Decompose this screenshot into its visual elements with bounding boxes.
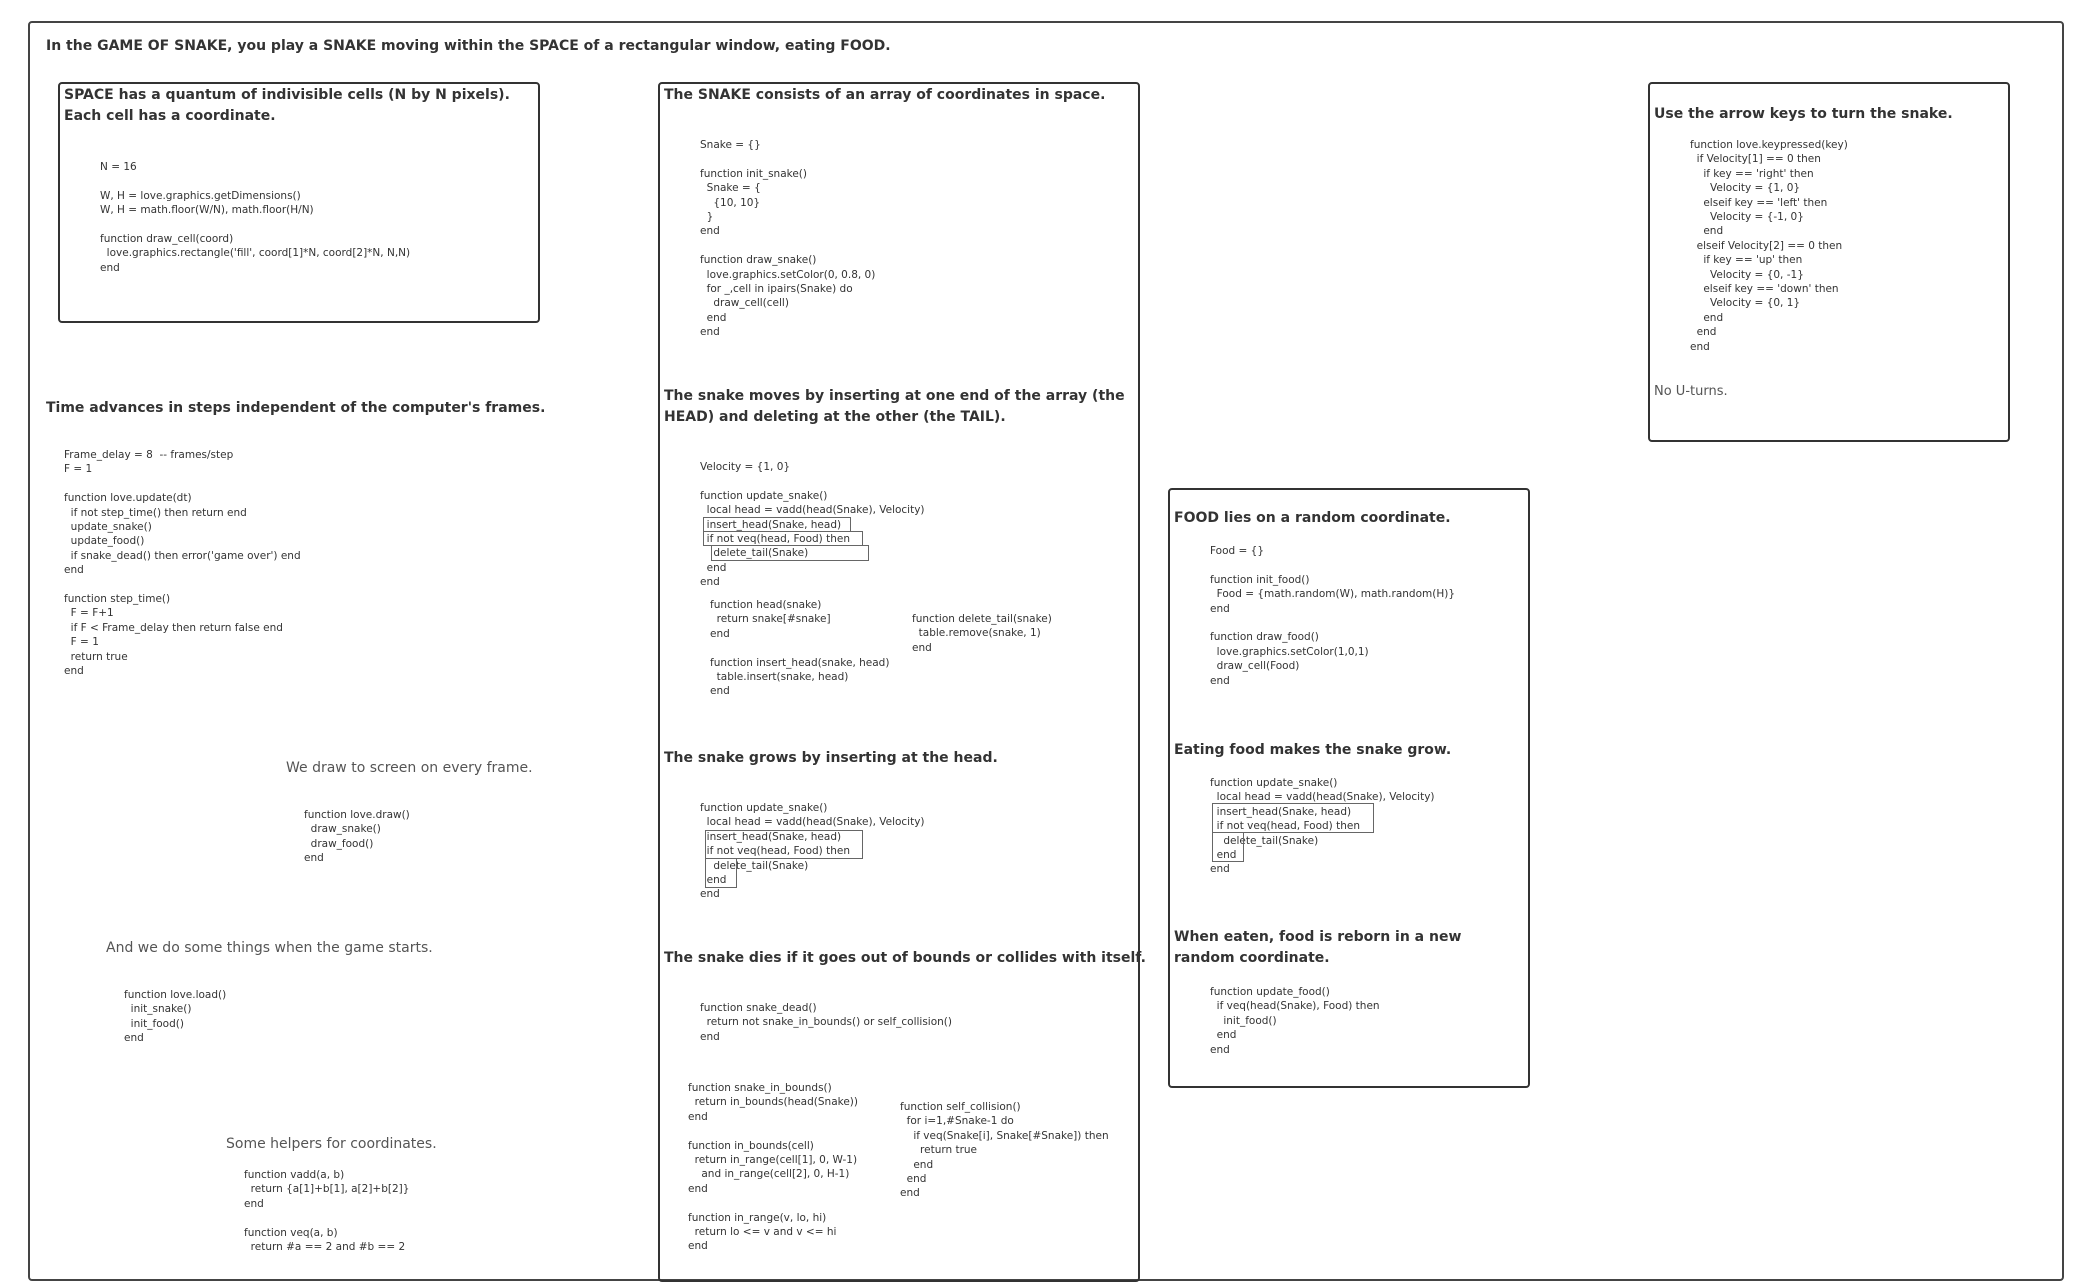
food-reborn-code[interactable]: function update_food() if veq(head(Snake…: [1210, 986, 1380, 1056]
grows-delete-highlight: [705, 858, 737, 888]
space-box[interactable]: [58, 82, 540, 323]
snake-tail-code[interactable]: function delete_tail(snake) table.remove…: [912, 613, 1052, 654]
snake-bounds-code[interactable]: function snake_in_bounds() return in_bou…: [688, 1082, 858, 1253]
eat-delete-highlight: [1212, 832, 1244, 862]
snake-moves-heading: The snake moves by inserting at one end …: [664, 388, 1125, 425]
keys-note: No U-turns.: [1654, 384, 1728, 399]
space-code[interactable]: N = 16 W, H = love.graphics.getDimension…: [100, 161, 411, 274]
snake-code[interactable]: Snake = {} function init_snake() Snake =…: [700, 139, 876, 339]
eat-insert-highlight: [1212, 803, 1374, 833]
food-eat-code[interactable]: function update_snake() local head = vad…: [1210, 777, 1435, 876]
self-collision-code[interactable]: function self_collision() for i=1,#Snake…: [900, 1101, 1109, 1200]
food-eat-heading: Eating food makes the snake grow.: [1174, 742, 1452, 758]
not-veq-highlight: [703, 531, 863, 546]
food-code[interactable]: Food = {} function init_food() Food = {m…: [1210, 545, 1456, 687]
snake-grows-code[interactable]: function update_snake() local head = vad…: [700, 802, 925, 901]
insert-head-highlight: [703, 517, 851, 532]
delete-tail-highlight: [711, 545, 869, 561]
snake-heading: The SNAKE consists of an array of coordi…: [664, 87, 1106, 103]
snake-dies-code[interactable]: function snake_dead() return not snake_i…: [700, 1002, 952, 1043]
keys-heading: Use the arrow keys to turn the snake.: [1654, 106, 1953, 122]
keys-code[interactable]: function love.keypressed(key) if Velocit…: [1690, 139, 1848, 353]
snake-grows-heading: The snake grows by inserting at the head…: [664, 750, 998, 766]
snake-moves-code[interactable]: Velocity = {1, 0} function update_snake(…: [700, 461, 925, 589]
draw-heading: We draw to screen on every frame.: [286, 760, 533, 776]
load-code[interactable]: function love.load() init_snake() init_f…: [124, 989, 227, 1045]
load-heading: And we do some things when the game star…: [106, 940, 433, 956]
time-heading: Time advances in steps independent of th…: [46, 400, 546, 416]
food-heading: FOOD lies on a random coordinate.: [1174, 510, 1451, 526]
snake-head-code[interactable]: function head(snake) return snake[#snake…: [710, 599, 890, 698]
draw-code[interactable]: function love.draw() draw_snake() draw_f…: [304, 809, 410, 865]
helpers-heading: Some helpers for coordinates.: [226, 1136, 437, 1152]
space-heading: SPACE has a quantum of indivisible cells…: [64, 87, 510, 124]
food-box[interactable]: [1168, 488, 1530, 1088]
grows-insert-highlight: [705, 830, 863, 859]
time-code[interactable]: Frame_delay = 8 -- frames/step F = 1 fun…: [64, 449, 301, 678]
keys-box[interactable]: [1648, 82, 2010, 442]
snake-dies-heading: The snake dies if it goes out of bounds …: [664, 950, 1146, 966]
intro-text: In the GAME OF SNAKE, you play a SNAKE m…: [46, 38, 891, 54]
food-reborn-heading: When eaten, food is reborn in a new rand…: [1174, 929, 1462, 966]
helpers-code[interactable]: function vadd(a, b) return {a[1]+b[1], a…: [244, 1169, 410, 1254]
